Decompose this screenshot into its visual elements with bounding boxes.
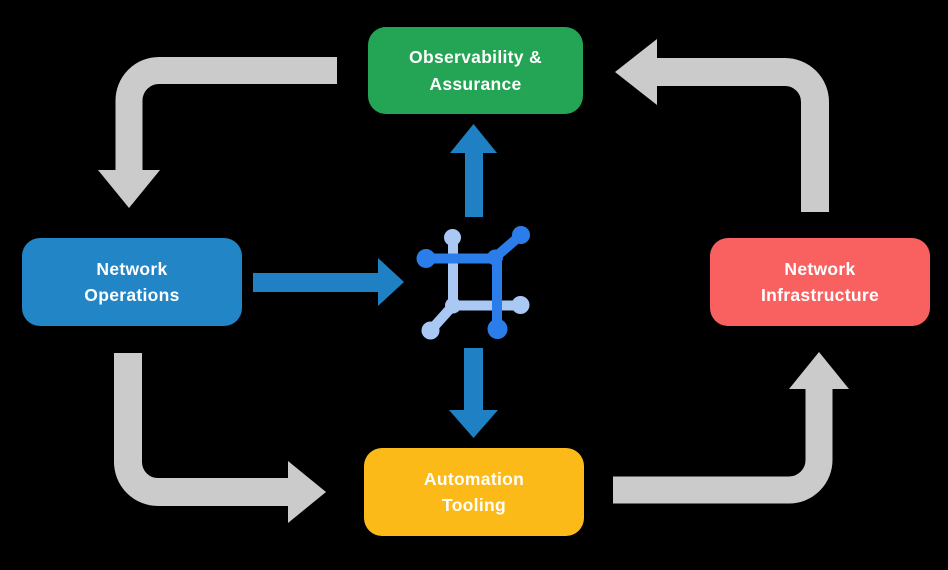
node-label-line: Assurance [429, 73, 522, 94]
icon-node [445, 297, 461, 314]
hub-arrow-hub-to-observability [450, 124, 497, 217]
arrow-shaft [115, 57, 337, 170]
node-label-line: Infrastructure [761, 285, 879, 305]
hub-arrows [253, 124, 498, 438]
node-label-line: Tooling [442, 495, 506, 515]
cycle-arrow-operations-to-automation [114, 353, 326, 523]
node-network-infrastructure: Network Infrastructure [710, 238, 930, 326]
arrow-head [98, 170, 160, 208]
cycle-arrows [98, 39, 849, 523]
hub-arrow-hub-to-automation [449, 348, 498, 438]
icon-node [421, 321, 440, 340]
arrow-shaft [114, 353, 288, 506]
icon-node [444, 229, 461, 246]
node-label-line: Operations [84, 285, 180, 305]
cycle-arrow-infrastructure-to-observability [615, 39, 829, 212]
icon-dark-links [416, 226, 530, 339]
cycle-arrow-automation-to-infrastructure [613, 352, 849, 504]
icon-node [487, 319, 508, 339]
arrow-head [450, 124, 497, 153]
icon-light-links [421, 229, 530, 340]
cycle-arrow-observability-to-operations [98, 57, 337, 208]
node-label-line: Observability & [409, 47, 542, 68]
icon-node [511, 296, 530, 314]
node-observability-assurance: Observability & Assurance [368, 27, 583, 114]
icon-node [512, 226, 530, 244]
arrow-head [288, 461, 326, 523]
arrow-head [449, 410, 498, 438]
icon-node [416, 249, 436, 268]
node-label-line: Network [784, 258, 856, 279]
arrow-head [378, 258, 404, 306]
hub-arrow-operations-to-hub [253, 258, 404, 306]
arrow-head [789, 352, 849, 389]
node-automation-tooling: Automation Tooling [364, 448, 584, 536]
arrow-shaft [657, 58, 829, 212]
arrow-shaft [613, 389, 833, 504]
node-label-line: Automation [423, 468, 525, 489]
network-automation-hub-icon [416, 226, 530, 340]
icon-node [487, 249, 503, 266]
arrow-head [615, 39, 657, 105]
node-label-line: Network [96, 258, 168, 279]
node-network-operations: Network Operations [22, 238, 242, 326]
